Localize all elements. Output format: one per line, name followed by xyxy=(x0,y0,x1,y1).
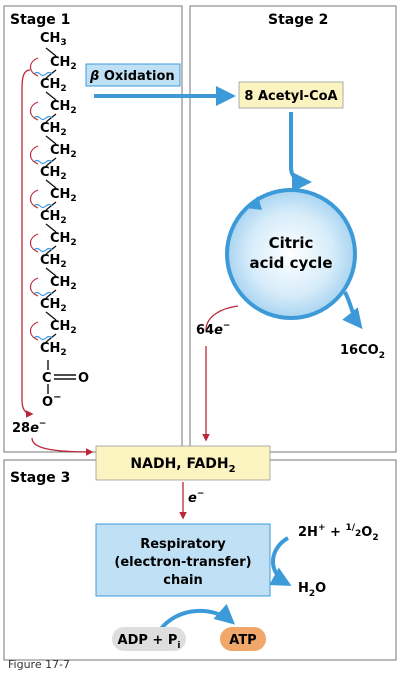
ch2-unit: CH2 xyxy=(50,319,77,336)
nadh-fadh2-label: NADH, FADH2 xyxy=(130,456,235,475)
red-arrow-28e xyxy=(21,69,34,418)
chain-bond xyxy=(45,267,57,277)
stage2-title: Stage 2 xyxy=(268,12,328,28)
cleavage-squiggle xyxy=(33,203,53,209)
carbonyl-oxygen: O xyxy=(78,371,89,386)
atp-badge xyxy=(220,627,266,651)
adp-badge xyxy=(112,627,186,651)
red-arc xyxy=(29,233,39,253)
ch2-unit: CH2 xyxy=(50,187,77,204)
beta-oxidation-label: β Oxidation xyxy=(89,69,175,84)
chain-bond xyxy=(45,91,57,101)
ch2-unit: CH2 xyxy=(40,209,67,226)
red-arc xyxy=(29,321,39,341)
citric-acid-cycle xyxy=(225,188,357,320)
chain-bond xyxy=(45,289,57,299)
respiratory-chain-box xyxy=(95,523,271,597)
ch2-unit: CH2 xyxy=(50,231,77,248)
red-arc xyxy=(29,277,39,297)
citric-label-line1: Citric xyxy=(269,234,314,252)
citric-label-line2: acid cycle xyxy=(250,254,333,272)
red-arc xyxy=(29,101,39,121)
cleavage-squiggle xyxy=(33,71,53,77)
ch2-unit: CH2 xyxy=(40,121,67,138)
stage2-frame xyxy=(189,5,397,453)
beta-oxidation-box xyxy=(85,63,181,87)
stage3-title: Stage 3 xyxy=(10,470,70,486)
chain-bond xyxy=(45,69,57,79)
cleavage-squiggle xyxy=(33,115,53,121)
chain-bond xyxy=(45,113,57,123)
ch2-unit: CH2 xyxy=(40,341,67,358)
ch2-unit: CH2 xyxy=(50,55,77,72)
acetyl-coa-label: 8 Acetyl-CoA xyxy=(244,89,337,104)
stage1-title: Stage 1 xyxy=(10,12,70,28)
red-arc xyxy=(29,57,39,77)
cycle-arrowhead-top xyxy=(246,196,262,210)
electron-label: e− xyxy=(188,489,204,506)
chain-bond xyxy=(45,311,57,321)
arrow-o2-to-water xyxy=(269,536,292,586)
chain-bond xyxy=(45,223,57,233)
ch2-unit: CH2 xyxy=(40,77,67,94)
chain-bond xyxy=(45,333,57,343)
arrow-acetyl-to-cycle xyxy=(289,112,312,192)
resp-line2: (electron-transfer) xyxy=(114,555,251,570)
resp-line3: chain xyxy=(163,573,202,588)
oxygen-label: 2H+ + 1/2O2 xyxy=(298,523,379,543)
cleavage-squiggle xyxy=(33,159,53,165)
cleavage-squiggle xyxy=(33,247,53,253)
resp-line1: Respiratory xyxy=(140,537,226,552)
co2-label: 16CO2 xyxy=(340,343,385,361)
water-label: H2O xyxy=(298,581,326,599)
chain-bond xyxy=(45,47,57,57)
red-arc xyxy=(29,145,39,165)
electrons-28: 28e− xyxy=(12,419,46,436)
electrons-64: 64e− xyxy=(196,321,230,338)
ch2-unit: CH2 xyxy=(40,253,67,270)
fatty-acid-chain: CH3 CH2CH2CH2CH2CH2CH2CH2CH2CH2CH2CH2CH2… xyxy=(33,31,89,410)
chain-bond xyxy=(45,201,57,211)
ch2-unit: CH2 xyxy=(40,297,67,314)
ch2-unit: CH2 xyxy=(50,275,77,292)
oxyanion: O− xyxy=(42,392,61,410)
chain-bond xyxy=(45,179,57,189)
arrow-adp-to-atp xyxy=(158,603,235,632)
cleavage-squiggle xyxy=(33,291,53,297)
atp-label: ATP xyxy=(229,633,256,648)
red-arrow-28e-to-nadh xyxy=(31,437,94,456)
red-arc xyxy=(29,189,39,209)
nadh-fadh2-box xyxy=(95,445,271,481)
cleavage-arcs xyxy=(29,57,39,341)
ch2-unit: CH2 xyxy=(50,99,77,116)
carbonyl-carbon: C xyxy=(42,371,52,386)
red-arrow-64e xyxy=(205,305,239,331)
arrow-co2 xyxy=(342,291,363,330)
adp-label: ADP + Pi xyxy=(118,633,181,651)
chain-bond xyxy=(45,157,57,167)
ch2-unit: CH2 xyxy=(40,165,67,182)
ch3-group: CH3 xyxy=(40,31,67,48)
chain-bond xyxy=(45,135,57,145)
acetyl-coa-box xyxy=(238,81,344,109)
ch2-unit: CH2 xyxy=(50,143,77,160)
cleavage-squiggle xyxy=(33,335,53,341)
figure-caption: Figure 17-7 xyxy=(8,658,70,670)
chain-bond xyxy=(45,245,57,255)
